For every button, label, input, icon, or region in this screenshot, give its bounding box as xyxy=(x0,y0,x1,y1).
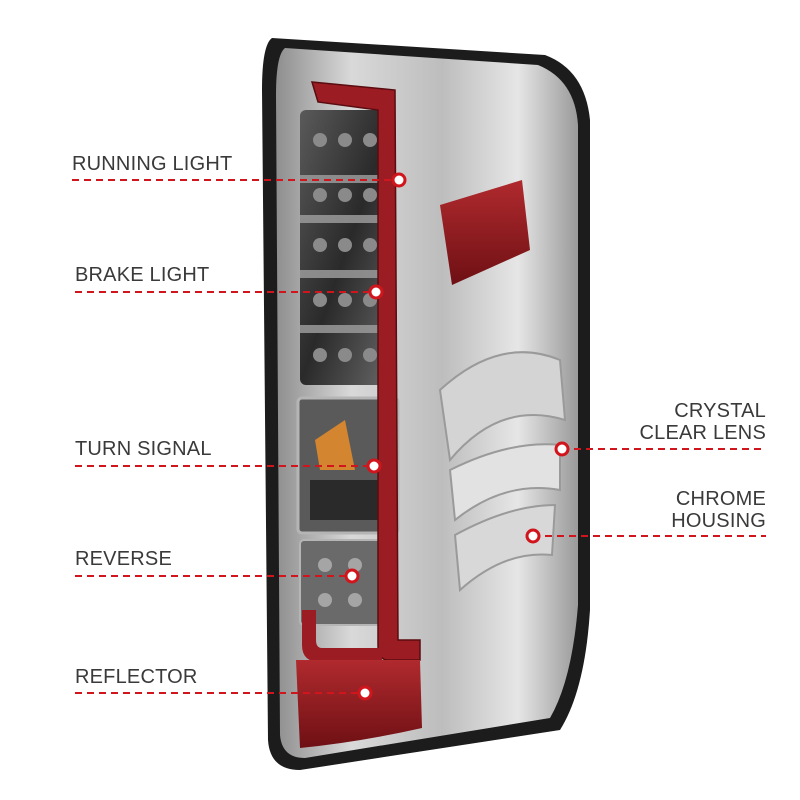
label-crystal-clear-lens-line-2: CLEAR LENS xyxy=(639,422,766,444)
point-running-light xyxy=(391,172,407,188)
point-reverse xyxy=(344,568,360,584)
label-crystal-clear-lens-line-1: CRYSTAL xyxy=(674,400,766,422)
label-crystal-clear-lens: CRYSTAL CLEAR LENS xyxy=(640,400,767,444)
label-turn-signal: TURN SIGNAL xyxy=(75,438,212,460)
reflector xyxy=(296,660,422,748)
point-brake-light xyxy=(368,284,384,300)
point-crystal-clear-lens xyxy=(554,441,570,457)
point-chrome-housing xyxy=(525,528,541,544)
label-running-light: RUNNING LIGHT xyxy=(72,153,233,175)
point-reflector xyxy=(357,685,373,701)
label-chrome-housing-line-2: HOUSING xyxy=(671,510,766,532)
callout-lines xyxy=(72,179,766,694)
point-turn-signal xyxy=(366,458,382,474)
side-marker xyxy=(440,180,530,285)
callout-points xyxy=(344,172,570,701)
label-chrome-housing-line-1: CHROME xyxy=(675,488,766,510)
label-chrome-housing: CHROME HOUSING xyxy=(671,488,766,532)
label-reflector: REFLECTOR xyxy=(75,666,198,688)
label-brake-light: BRAKE LIGHT xyxy=(75,264,210,286)
label-reverse: REVERSE xyxy=(75,548,172,570)
